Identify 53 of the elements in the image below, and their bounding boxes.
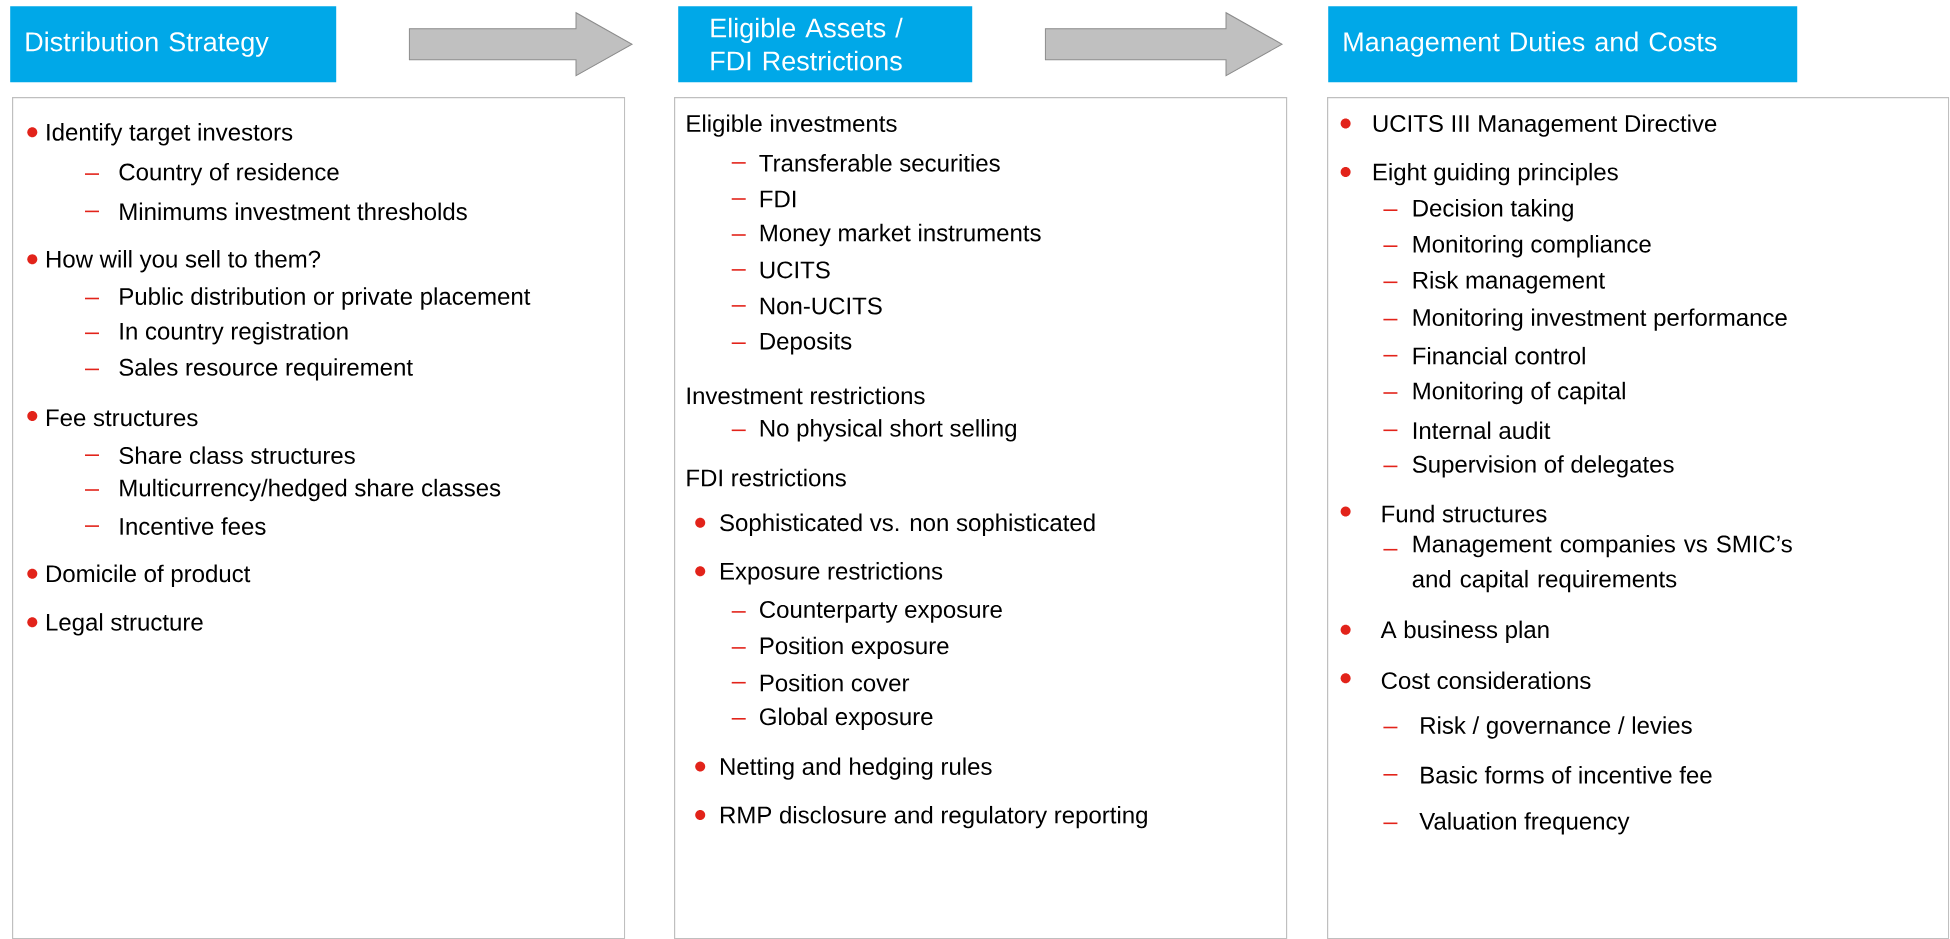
list-item: Management companies vs SMIC’s and capital requirements [1382, 534, 1792, 593]
list-item: Share class structures [84, 446, 355, 464]
list-item: Sophisticated vs. non sophisticated [695, 513, 1095, 536]
list-item: Risk / governance / levies [1382, 716, 1692, 739]
list-item: Supervision of delegates [1382, 455, 1674, 478]
list-item: In country registration [84, 322, 348, 345]
list-item: Public distribution or private placement [84, 287, 531, 310]
list-item: Valuation frequency [1382, 812, 1630, 835]
list-item: UCITS [730, 261, 830, 279]
list-item: Money market instruments [730, 223, 1041, 247]
list-item: A business plan [1340, 620, 1549, 643]
list-item: Internal audit [1382, 421, 1551, 440]
list-item: Country of residence [84, 162, 339, 186]
list-item: Sales resource requirement [84, 358, 413, 381]
list-item: Non-UCITS [730, 297, 882, 315]
header-box: Eligible Assets / FDI Restrictions [678, 6, 973, 83]
list-item: UCITS III Management Directive [1340, 114, 1717, 137]
list-item: Counterparty exposure [730, 601, 1002, 623]
list-item: RMP disclosure and regulatory reporting [695, 805, 1147, 829]
list-item: Decision taking [1382, 199, 1573, 222]
header-box: Distribution Strategy [10, 6, 337, 83]
list-item: Netting and hedging rules [695, 757, 992, 780]
list-item: Fund structures [1340, 504, 1547, 523]
list-item: Exposure restrictions [695, 562, 943, 585]
list-item: Financial control [1382, 346, 1585, 365]
list-item: Risk management [1382, 271, 1605, 294]
header-box: Management Duties and Costs [1328, 6, 1798, 83]
list-item: Domicile of product [27, 564, 251, 587]
list-item: Investment restrictions [687, 386, 925, 405]
list-item: FDI [730, 190, 796, 208]
list-item: Multicurrency/hedged share classes [84, 478, 501, 502]
list-item: Global exposure [730, 707, 933, 730]
list-item: Basic forms of incentive fee [1382, 766, 1712, 784]
list-item: Deposits [730, 332, 852, 355]
list-item: Transferable securities [730, 154, 1000, 172]
block-arrow [408, 12, 633, 77]
list-item: FDI restrictions [687, 468, 846, 487]
list-item: Monitoring investment performance [1382, 308, 1787, 331]
list-item: Monitoring compliance [1382, 235, 1651, 258]
list-item: Eight guiding principles [1340, 162, 1618, 186]
list-item: How will you sell to them? [27, 250, 321, 273]
block-arrow [1044, 12, 1283, 77]
list-item: Minimums investment thresholds [84, 202, 467, 221]
list-item: Cost considerations [1340, 671, 1591, 690]
list-item: Monitoring of capital [1382, 381, 1625, 405]
list-item: No physical short selling [730, 419, 1016, 442]
list-item: Position cover [730, 673, 910, 692]
list-item: Position exposure [730, 636, 949, 660]
list-item: Fee structures [27, 409, 198, 427]
list-item: Legal structure [27, 613, 203, 636]
list-item: Eligible investments [687, 114, 897, 137]
list-item: Identify target investors [27, 123, 293, 146]
list-item: Incentive fees [84, 517, 266, 535]
